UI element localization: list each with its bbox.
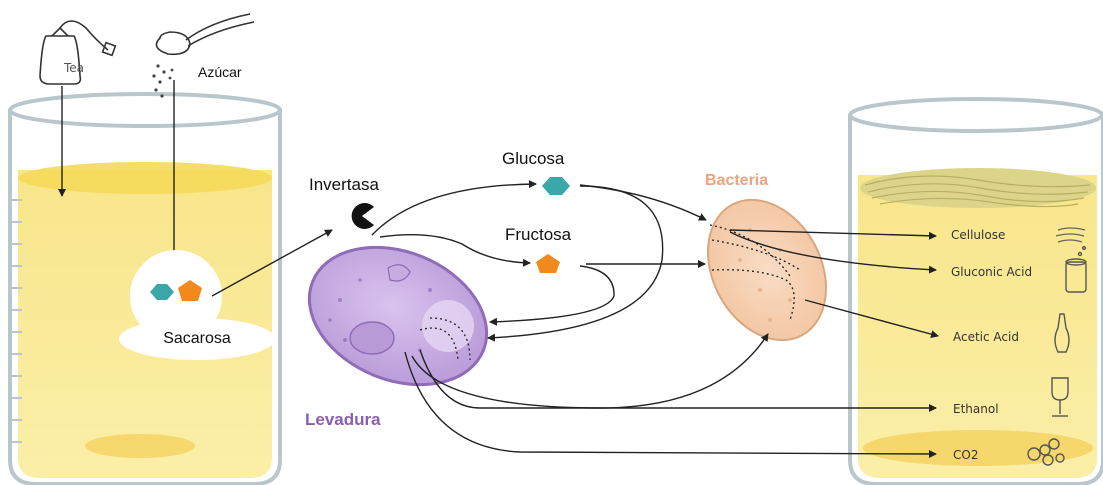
bacteria-cell <box>685 179 850 360</box>
sugar-label: Azúcar <box>198 64 242 80</box>
product-ethanol: Ethanol <box>953 402 999 416</box>
cellulose-film <box>860 168 1096 208</box>
bacteria-label: Bacteria <box>705 172 768 190</box>
sucrose-label: Sacarosa <box>119 318 275 360</box>
glucose-label: Glucosa <box>502 149 564 169</box>
invertase-label: Invertasa <box>309 175 379 195</box>
invertase-icon <box>352 203 374 229</box>
fructose-label: Fructosa <box>505 225 571 245</box>
fructose-icon <box>536 254 560 273</box>
yeast-label: Levadura <box>305 410 381 430</box>
right-jar <box>850 99 1103 484</box>
product-co2: CO2 <box>953 448 978 462</box>
glucose-icon <box>542 177 570 195</box>
product-acetic-acid: Acetic Acid <box>953 330 1019 344</box>
tea-label: Tea <box>64 61 84 75</box>
product-gluconic-acid: Gluconic Acid <box>951 265 1032 279</box>
product-cellulose: Cellulose <box>951 228 1005 242</box>
spoon-icon <box>156 14 254 54</box>
